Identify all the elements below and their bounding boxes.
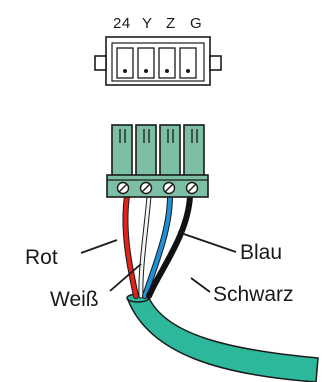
cable-jacket	[126, 293, 319, 382]
leader-lines	[80, 231, 237, 293]
wire-black	[146, 193, 193, 299]
terminal-label-24: 24	[113, 15, 131, 32]
wires	[122, 193, 193, 299]
terminal-labels: 24 Y Z G	[113, 15, 202, 32]
socket-header	[94, 36, 222, 86]
terminal-label-y: Y	[142, 15, 153, 32]
wire-labels: Rot Weiß Blau Schwarz	[25, 241, 294, 311]
label-blau: Blau	[240, 241, 282, 264]
terminal-screws	[116, 181, 199, 195]
terminal-label-z: Z	[166, 15, 176, 32]
label-rot: Rot	[25, 246, 58, 269]
label-weiss: Weiß	[50, 288, 99, 311]
plug-connector	[106, 124, 209, 198]
label-schwarz: Schwarz	[213, 283, 294, 306]
terminal-label-g: G	[190, 15, 202, 32]
